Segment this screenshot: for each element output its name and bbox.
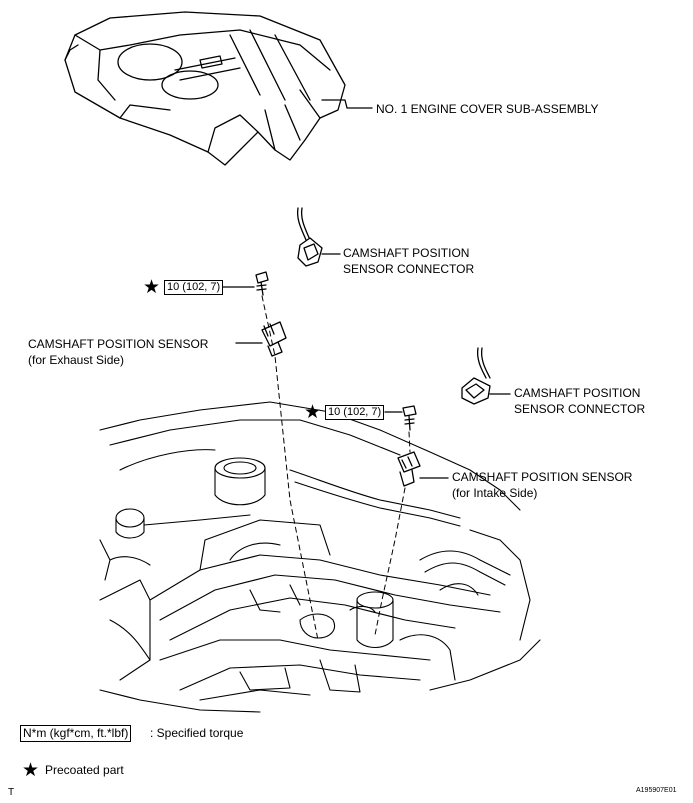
connector-right-label-line1: CAMSHAFT POSITION: [514, 386, 641, 400]
sensor-exhaust-label-line1: CAMSHAFT POSITION SENSOR: [28, 337, 209, 351]
exhaust-sensor-illustration: [261, 321, 287, 357]
engine-cover-leader: [321, 99, 373, 109]
torque-intake-box: 10 (102, 7): [325, 405, 385, 420]
engine-cover-label: NO. 1 ENGINE COVER SUB-ASSEMBLY: [376, 102, 599, 116]
engine-bay-illustration: [99, 401, 541, 713]
exhaust-install-line: [261, 295, 319, 641]
intake-sensor-illustration: [397, 451, 421, 487]
sensor-exhaust-label-line2: (for Exhaust Side): [28, 353, 125, 367]
intake-bolt-illustration: [402, 405, 417, 431]
legend-torque-box: N*m (kgf*cm, ft.*lbf): [20, 725, 132, 742]
engine-cover-illustration: [64, 11, 346, 166]
star-icon: ★: [143, 276, 161, 298]
connector-right-illustration: [461, 347, 491, 405]
connector-top-label-line2: SENSOR CONNECTOR: [343, 262, 475, 276]
sensor-intake-label-line1: CAMSHAFT POSITION SENSOR: [452, 470, 633, 484]
connector-top-label-line1: CAMSHAFT POSITION: [343, 246, 470, 260]
torque-exhaust-box: 10 (102, 7): [164, 280, 224, 295]
connector-top-illustration: [296, 207, 323, 267]
legend-precoated-text: Precoated part: [45, 763, 124, 777]
footer-left-mark: T: [8, 787, 15, 798]
legend-star-icon: ★: [22, 759, 40, 781]
legend-torque-text: : Specified torque: [150, 726, 244, 740]
connector-right-label-line2: SENSOR CONNECTOR: [514, 402, 646, 416]
exhaust-bolt-illustration: [255, 271, 269, 296]
figure-id: A195907E01: [636, 787, 677, 794]
sensor-intake-label-line2: (for Intake Side): [452, 486, 538, 500]
intake-install-line: [374, 431, 411, 636]
star-icon: ★: [304, 401, 322, 423]
